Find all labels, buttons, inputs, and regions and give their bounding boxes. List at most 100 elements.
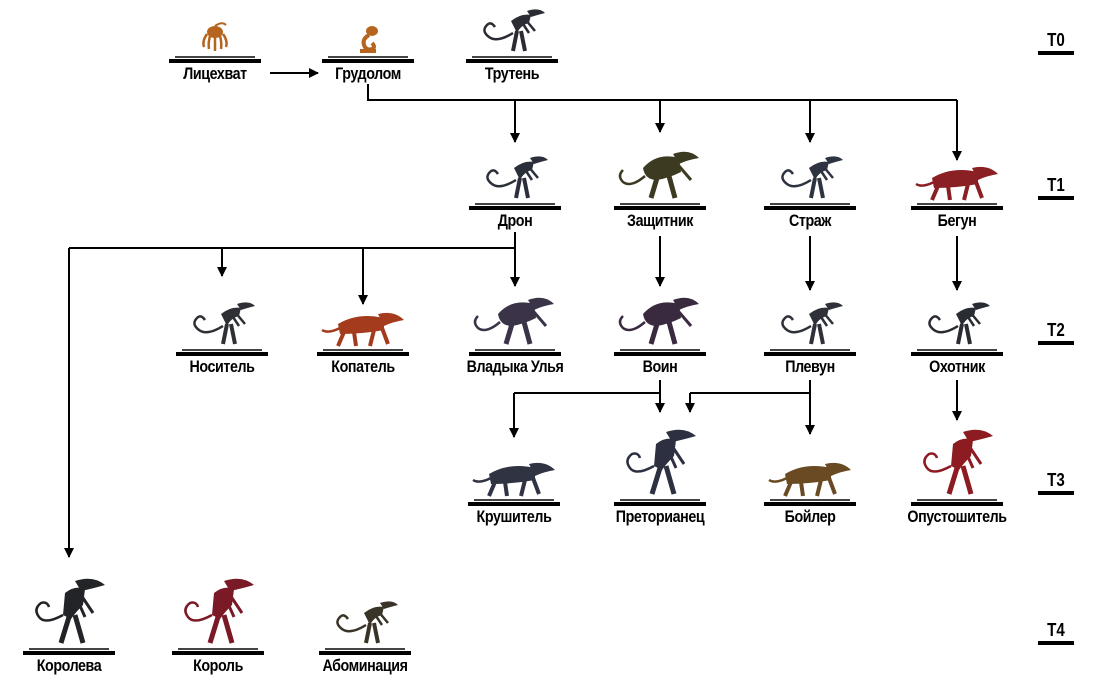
- pedestal: [176, 349, 268, 356]
- pedestal: [469, 349, 561, 356]
- alien-sprite-icon: [768, 462, 851, 497]
- tier-label-t4: T4: [1036, 620, 1076, 645]
- caste-label: Дрон: [497, 211, 533, 230]
- tier-label-t3: T3: [1036, 470, 1076, 495]
- caste-label: Крушитель: [476, 507, 552, 526]
- tier-label-text: T1: [1047, 175, 1065, 195]
- alien-sprite-icon: [618, 151, 699, 199]
- tier-label-t2: T2: [1036, 320, 1076, 345]
- tier-underline: [1038, 491, 1074, 495]
- alien-sprite-icon: [781, 156, 843, 199]
- caste-label: Опустошитель: [907, 507, 1007, 526]
- pedestal: [911, 203, 1003, 210]
- alien-sprite-icon: [928, 302, 990, 345]
- caste-carrier: Носитель: [142, 298, 302, 378]
- caste-runner: Бегун: [877, 152, 1037, 232]
- alien-sprite-icon: [193, 302, 255, 345]
- alien-sprite-icon: [321, 312, 404, 347]
- alien-sprite-icon: [486, 156, 548, 199]
- caste-abomination: Абоминация: [285, 597, 445, 677]
- tier-label-text: T0: [1047, 30, 1065, 50]
- caste-label: Охотник: [929, 357, 985, 376]
- pedestal: [911, 499, 1003, 506]
- tier-label-text: T2: [1047, 320, 1065, 340]
- alien-sprite-icon: [202, 22, 228, 51]
- pedestal: [614, 499, 706, 506]
- caste-label: Копатель: [331, 357, 395, 376]
- pedestal: [172, 648, 264, 655]
- caste-burrower: Копатель: [283, 298, 443, 378]
- caste-lurker: Охотник: [877, 298, 1037, 378]
- caste-label: Плевун: [785, 357, 835, 376]
- pedestal: [469, 203, 561, 210]
- tier-underline: [1038, 196, 1074, 200]
- caste-crusher: Крушитель: [434, 448, 594, 528]
- caste-label: Абоминация: [322, 656, 408, 675]
- tier-underline: [1038, 641, 1074, 645]
- edge-spitter-bus: [690, 380, 811, 394]
- caste-label: Королева: [36, 656, 102, 675]
- caste-label: Бойлер: [784, 507, 836, 526]
- caste-label: Трутень: [484, 64, 540, 83]
- pedestal: [764, 349, 856, 356]
- pedestal: [614, 203, 706, 210]
- caste-label: Носитель: [189, 357, 255, 376]
- caste-king: Король: [138, 578, 298, 677]
- edge-drone-bus: [69, 232, 516, 249]
- caste-facehugger: Лицехват: [135, 5, 295, 85]
- alien-sprite-icon: [618, 297, 699, 345]
- caste-spitter: Плевун: [730, 298, 890, 378]
- edge-warrior-bus: [514, 380, 661, 394]
- caste-queen: Королева: [0, 578, 149, 677]
- caste-label: Преторианец: [615, 507, 705, 526]
- alien-sprite-icon: [360, 26, 378, 53]
- caste-chestburster: Грудолом: [288, 5, 448, 85]
- alien-sprite-icon: [184, 578, 254, 644]
- alien-sprite-icon: [336, 601, 398, 644]
- caste-hivelord: Владыка Улья: [435, 297, 595, 378]
- alien-sprite-icon: [781, 302, 843, 345]
- caste-label: Лицехват: [183, 64, 247, 83]
- tier-label-text: T4: [1047, 620, 1065, 640]
- alien-sprite-icon: [923, 429, 993, 495]
- pedestal: [911, 349, 1003, 356]
- alien-sprite-icon: [483, 9, 545, 52]
- caste-label: Бегун: [937, 211, 977, 230]
- alien-sprite-icon: [472, 462, 555, 497]
- caste-label: Владыка Улья: [466, 357, 564, 376]
- caste-label: Воин: [642, 357, 678, 376]
- alien-sprite-icon: [35, 578, 105, 644]
- pedestal: [319, 648, 411, 655]
- tier-label-text: T3: [1047, 470, 1065, 490]
- alien-sprite-icon: [915, 166, 998, 201]
- tier-label-t1: T1: [1036, 175, 1076, 200]
- caste-drone-t0: Трутень: [432, 5, 592, 85]
- caste-label: Грудолом: [335, 64, 401, 83]
- caste-ravager: Опустошитель: [877, 429, 1037, 528]
- pedestal: [169, 56, 261, 63]
- pedestal: [466, 56, 558, 63]
- pedestal: [468, 499, 560, 506]
- tier-underline: [1038, 341, 1074, 345]
- edge-chestburster-bus: [367, 84, 957, 101]
- caste-boiler: Бойлер: [730, 448, 890, 528]
- caste-defender: Защитник: [580, 151, 740, 232]
- pedestal: [764, 203, 856, 210]
- tier-label-t0: T0: [1036, 30, 1076, 55]
- caste-label: Страж: [789, 211, 831, 230]
- caste-drone: Дрон: [435, 152, 595, 232]
- caste-label: Король: [193, 656, 243, 675]
- pedestal: [317, 349, 409, 356]
- caste-sentinel: Страж: [730, 152, 890, 232]
- tier-underline: [1038, 51, 1074, 55]
- pedestal: [614, 349, 706, 356]
- caste-praetorian: Преторианец: [580, 429, 740, 528]
- caste-label: Защитник: [627, 211, 693, 230]
- alien-sprite-icon: [626, 429, 696, 495]
- caste-warrior: Воин: [580, 297, 740, 378]
- pedestal: [764, 499, 856, 506]
- alien-sprite-icon: [473, 297, 554, 345]
- pedestal: [23, 648, 115, 655]
- pedestal: [322, 56, 414, 63]
